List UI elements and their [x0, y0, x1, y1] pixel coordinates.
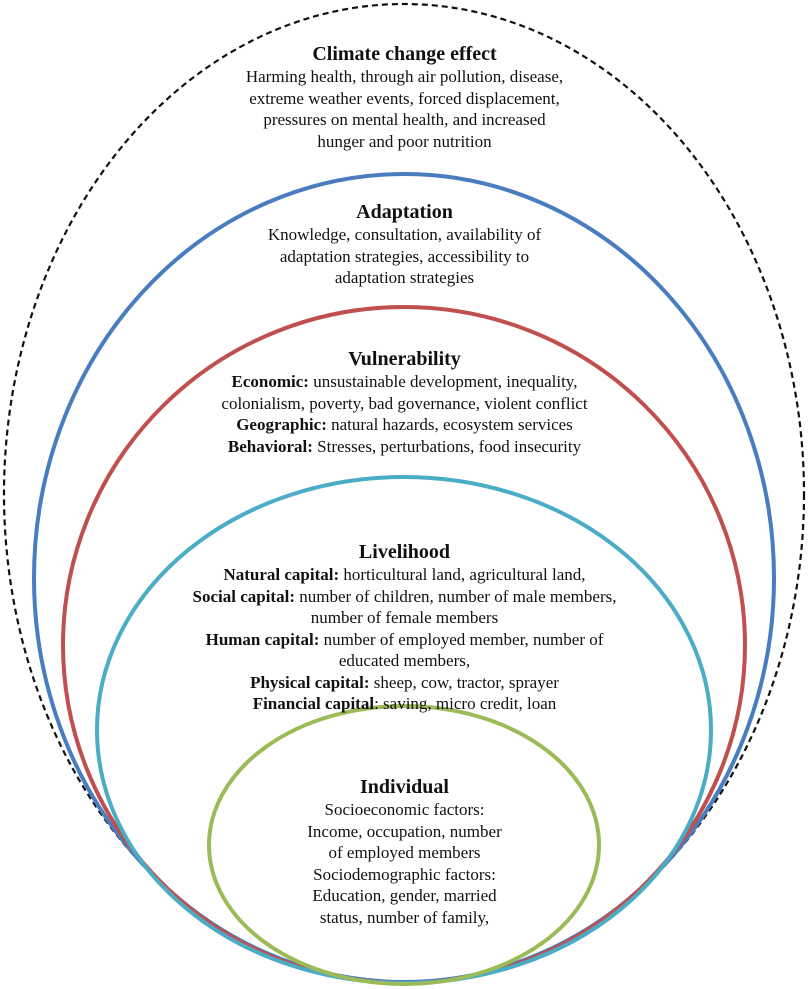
social-capital-cont: number of female members	[310, 608, 499, 627]
climate-change-block: Climate change effect Harming health, th…	[0, 42, 809, 152]
human-capital-line: Human capital: number of employed member…	[0, 629, 809, 651]
human-capital-cont: educated members,	[338, 651, 471, 670]
climate-change-title: Climate change effect	[312, 43, 497, 65]
natural-capital-line: Natural capital: horticultural land, agr…	[0, 564, 809, 586]
individual-line-1: Socioeconomic factors:	[324, 800, 485, 819]
physical-capital-line: Physical capital: sheep, cow, tractor, s…	[0, 672, 809, 694]
climate-change-line-2: extreme weather events, forced displacem…	[249, 88, 560, 108]
adaptation-line-1: Knowledge, consultation, availability of	[267, 225, 542, 244]
financial-capital-label: Financial capital	[252, 694, 375, 713]
human-capital-text: number of employed member, number of	[319, 629, 604, 649]
economic-text: unsustainable development, inequality,	[308, 372, 578, 391]
individual-line-6: status, number of family,	[319, 907, 490, 927]
individual-line-3: of employed members	[328, 843, 481, 862]
financial-capital-line: Financial capital: saving, micro credit,…	[0, 693, 809, 715]
natural-capital-text: horticultural land, agricultural land,	[339, 565, 586, 584]
vulnerability-behavioral-line: Behavioral: Stresses, perturbations, foo…	[0, 436, 809, 458]
economic-label: Economic:	[231, 372, 309, 391]
human-capital-label: Human capital:	[205, 629, 320, 649]
social-capital-text: number of children, number of male membe…	[294, 586, 617, 606]
vulnerability-economic-line: Economic: unsustainable development, ine…	[0, 371, 809, 393]
individual-block: Individual Socioeconomic factors: Income…	[0, 775, 809, 928]
adaptation-block: Adaptation Knowledge, consultation, avai…	[0, 200, 809, 289]
climate-change-line-4: hunger and poor nutrition	[317, 131, 492, 151]
adaptation-title: Adaptation	[356, 201, 453, 223]
financial-capital-text: : saving, micro credit, loan	[374, 694, 557, 713]
vulnerability-economic-cont: colonialism, poverty, bad governance, vi…	[221, 393, 588, 413]
natural-capital-label: Natural capital:	[223, 565, 340, 584]
physical-capital-text: sheep, cow, tractor, sprayer	[369, 672, 559, 692]
individual-title: Individual	[360, 776, 449, 798]
individual-line-4: Sociodemographic factors:	[313, 864, 496, 884]
vulnerability-title: Vulnerability	[348, 348, 461, 370]
vulnerability-geographic-line: Geographic: natural hazards, ecosystem s…	[0, 414, 809, 436]
climate-change-line-3: pressures on mental health, and increase…	[263, 110, 546, 129]
livelihood-title: Livelihood	[358, 541, 451, 563]
behavioral-label: Behavioral:	[227, 436, 313, 456]
geographic-text: natural hazards, ecosystem services	[326, 415, 573, 434]
individual-line-5: Education, gender, married	[312, 886, 497, 905]
social-capital-line: Social capital: number of children, numb…	[0, 586, 809, 608]
behavioral-text: Stresses, perturbations, food insecurity	[312, 436, 582, 456]
social-capital-label: Social capital:	[192, 586, 295, 606]
livelihood-block: Livelihood Natural capital: horticultura…	[0, 540, 809, 715]
climate-change-line-1: Harming health, through air pollution, d…	[245, 67, 564, 86]
adaptation-line-3: adaptation strategies	[334, 268, 475, 287]
geographic-label: Geographic:	[236, 415, 327, 434]
individual-ellipse	[207, 704, 601, 986]
adaptation-line-2: adaptation strategies, accessibility to	[279, 246, 530, 266]
vulnerability-block: Vulnerability Economic: unsustainable de…	[0, 347, 809, 457]
individual-line-2: Income, occupation, number	[307, 821, 502, 841]
physical-capital-label: Physical capital:	[250, 672, 370, 692]
